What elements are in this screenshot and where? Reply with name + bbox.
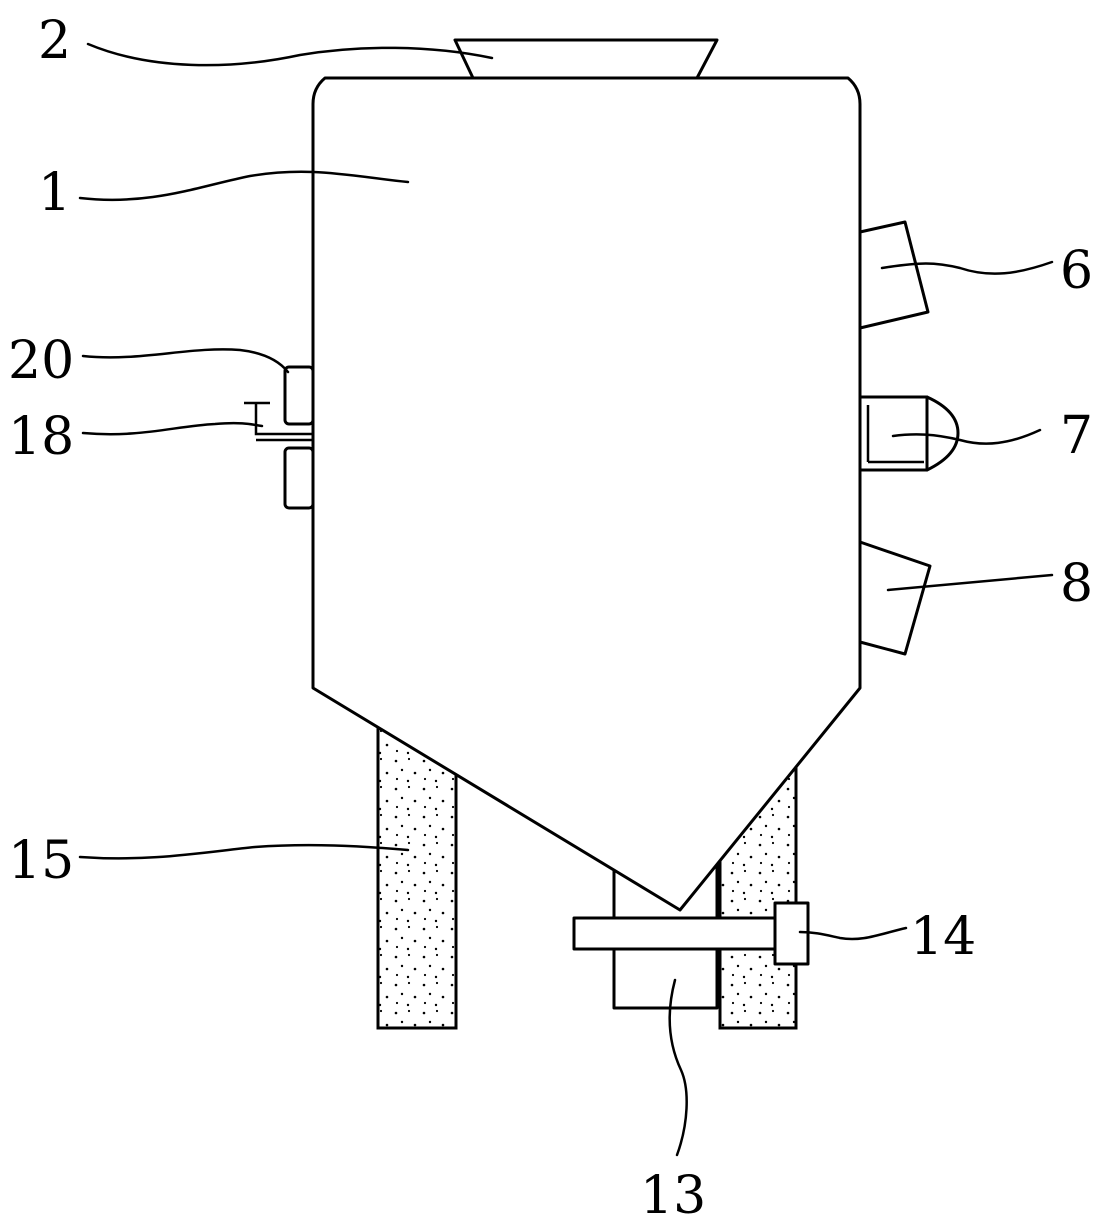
outlet-valve-block (773, 901, 810, 966)
leader-8 (886, 573, 1054, 592)
outlet-valve-rod (572, 916, 784, 951)
side-device-lower (283, 446, 315, 510)
lower-side-port (858, 540, 932, 656)
leader-1 (78, 170, 410, 202)
label-1: 1 (38, 163, 71, 223)
label-14: 14 (910, 907, 976, 967)
leader-15 (78, 843, 410, 860)
leader-18 (81, 421, 264, 436)
label-6: 6 (1060, 241, 1093, 301)
label-13: 13 (640, 1166, 706, 1226)
leader-lines (78, 42, 1054, 1157)
leader-7 (891, 428, 1042, 445)
upper-side-port (858, 220, 930, 330)
callout-labels: 2 1 20 18 15 6 7 8 14 13 (8, 11, 1093, 1226)
leader-13 (668, 978, 688, 1157)
leader-6 (880, 260, 1054, 275)
label-2: 2 (38, 11, 71, 71)
side-device-upper (283, 365, 315, 426)
label-8: 8 (1060, 554, 1093, 614)
feed-hopper (453, 38, 719, 80)
leader-14 (798, 926, 908, 941)
tank-body (311, 76, 862, 912)
label-7: 7 (1060, 406, 1093, 466)
left-support-leg (376, 723, 458, 1030)
side-bracket (244, 401, 313, 442)
label-20: 20 (8, 331, 74, 391)
leader-20 (81, 348, 290, 374)
label-18: 18 (8, 407, 74, 467)
leader-2 (86, 42, 494, 67)
label-15: 15 (8, 831, 74, 891)
middle-side-port (858, 395, 960, 472)
side-device-group (244, 365, 315, 510)
